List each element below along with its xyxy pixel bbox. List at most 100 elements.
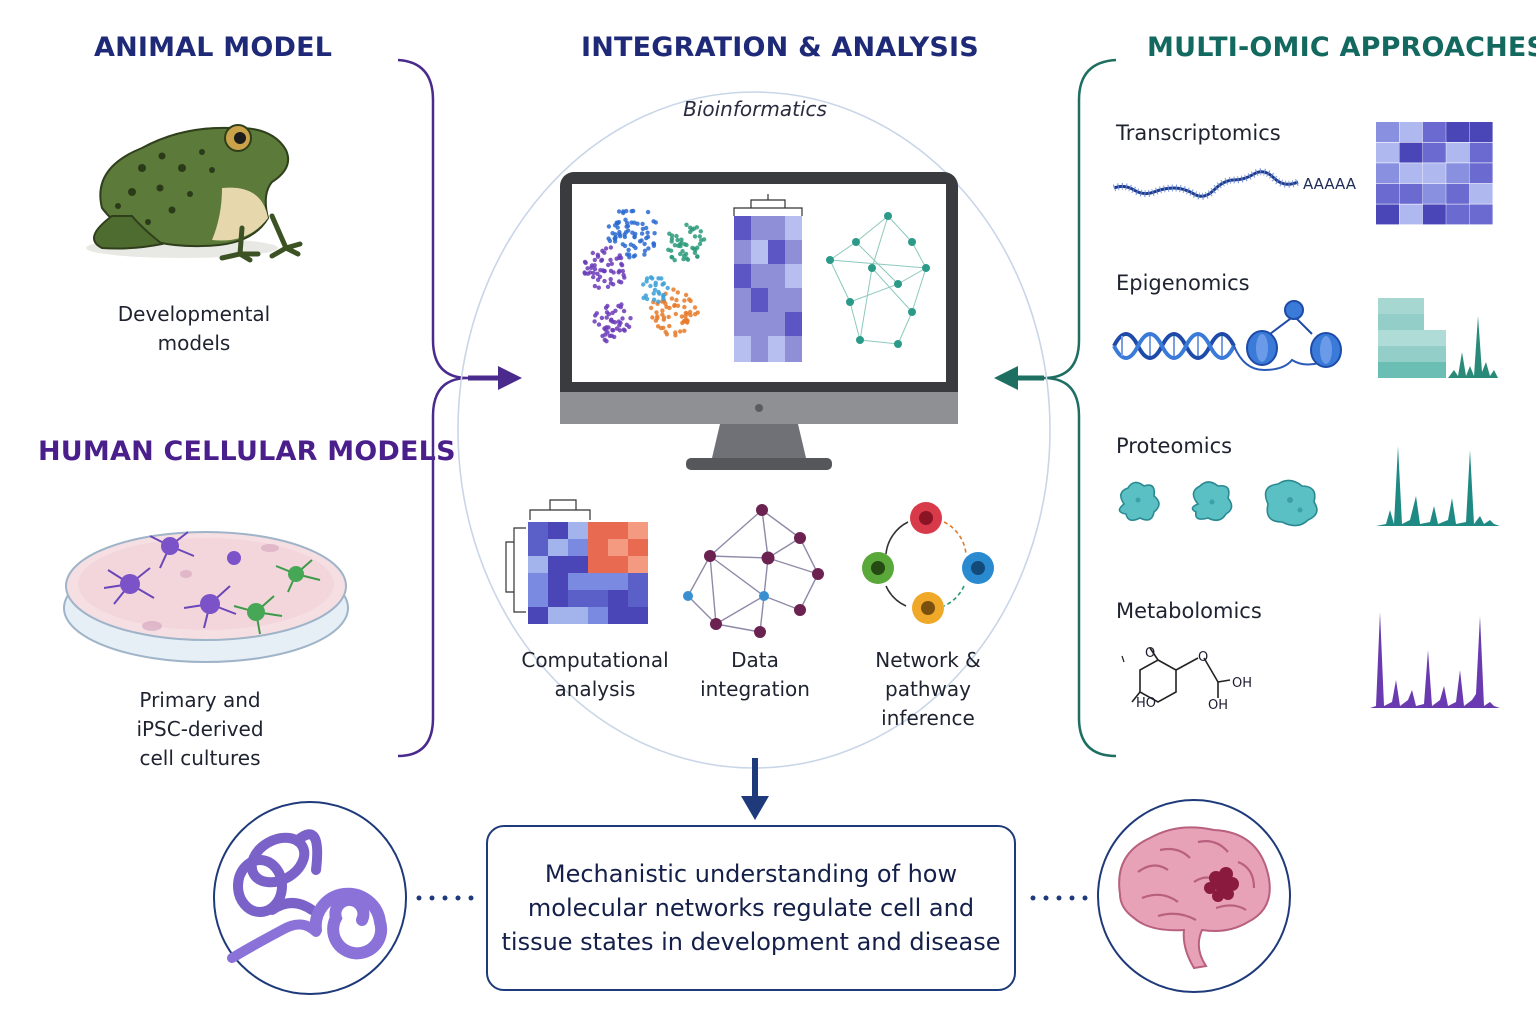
scatter-point — [602, 278, 607, 284]
scatter-point — [669, 296, 675, 301]
human-caption: Primary and iPSC-derived cell cultures — [100, 686, 300, 773]
scatter-point — [675, 303, 681, 308]
molecule-atom-o1: O — [1145, 646, 1156, 661]
human-caption-line-1: Primary and — [139, 688, 261, 712]
network-graph-icon — [683, 504, 824, 638]
cell-cycle-icon — [862, 502, 994, 624]
scatter-point — [655, 324, 661, 329]
scatter-point — [626, 324, 632, 329]
scatter-point — [684, 222, 689, 227]
scatter-point — [644, 235, 649, 241]
heatmap-cell — [1399, 142, 1423, 163]
heatmap-cell — [608, 556, 628, 573]
scatter-point — [632, 253, 638, 258]
heatmap-cell — [1469, 183, 1493, 204]
scatter-point — [591, 274, 596, 280]
scatter-point — [606, 224, 612, 229]
petri-dish-icon — [63, 531, 349, 663]
scatter-point — [650, 315, 655, 320]
inner-ear-icon — [233, 829, 323, 917]
scatter-point — [683, 314, 688, 319]
outcome-text: Mechanistic understanding of how molecul… — [501, 857, 1000, 959]
proteomics-spectrum-icon — [1376, 446, 1500, 526]
scatter-point — [595, 271, 600, 276]
metabolomics-label: Metabolomics — [1116, 599, 1262, 623]
scatter-point — [668, 248, 674, 253]
heatmap-cell — [568, 607, 588, 624]
scatter-point — [641, 295, 646, 301]
scatter-point — [592, 263, 597, 268]
scatter-point — [672, 243, 678, 248]
method-data-integration-line-1: Data — [731, 648, 779, 672]
scatter-point — [651, 291, 656, 296]
heatmap-cell — [1469, 142, 1493, 163]
scatter-point — [651, 219, 656, 224]
method-network-line-2: inference — [881, 706, 975, 730]
heatmap-cell — [1446, 122, 1470, 142]
scatter-point — [656, 276, 661, 281]
scatter-point — [679, 237, 684, 242]
scatter-point — [630, 230, 635, 235]
heatmap-cell — [1376, 122, 1399, 142]
scatter-point — [614, 220, 619, 225]
heatmap-cell — [628, 539, 648, 556]
heatmap-cell — [1446, 183, 1470, 204]
heatmap-cell — [588, 590, 608, 607]
scatter-point — [693, 247, 698, 252]
method-data-integration-line-2: integration — [700, 677, 810, 701]
brain-circle — [1097, 799, 1291, 993]
scatter-point — [661, 325, 666, 330]
method-computational-caption: Computational analysis — [510, 646, 680, 704]
scatter-point — [628, 316, 633, 321]
heatmap-cell — [588, 539, 608, 556]
integration-heading: INTEGRATION & ANALYSIS — [581, 32, 979, 63]
scatter-point — [673, 311, 678, 317]
scatter-point — [660, 308, 665, 313]
heatmap-cell — [548, 573, 568, 590]
scatter-point — [642, 241, 647, 247]
heatmap-cell — [1399, 204, 1423, 225]
scatter-point — [590, 250, 595, 256]
method-network-line-1: Network & pathway — [875, 648, 981, 701]
scatter-point — [611, 282, 616, 287]
heatmap-cell — [1422, 142, 1446, 163]
scatter-point — [675, 290, 680, 295]
heatmap-cell — [528, 539, 548, 556]
heatmap-cell — [588, 573, 608, 590]
heatmap-cell — [528, 607, 548, 624]
scatter-point — [621, 308, 627, 314]
scatter-point — [675, 237, 680, 243]
heatmap-cell — [548, 556, 568, 573]
scatter-point — [682, 298, 687, 303]
method-network-caption: Network & pathway inference — [830, 646, 1026, 733]
scatter-point — [650, 276, 655, 281]
heatmap-cell — [628, 522, 648, 539]
heatmap-cell — [628, 607, 648, 624]
scatter-point — [645, 230, 650, 235]
outcome-line-1: Mechanistic understanding of how — [544, 860, 958, 888]
metabolomics-spectrum-icon — [1370, 612, 1500, 708]
scatter-point — [603, 305, 609, 310]
method-data-integration-caption: Data integration — [680, 646, 830, 704]
scatter-point — [651, 297, 657, 302]
molecule-atom-oh2: OH — [1208, 698, 1229, 713]
protein-icon — [1118, 479, 1318, 527]
scatter-point — [672, 302, 677, 308]
down-arrow — [741, 758, 769, 820]
heatmap-cell — [588, 607, 608, 624]
scatter-point — [608, 245, 614, 250]
scatter-point — [652, 231, 657, 236]
heatmap-cell — [528, 573, 548, 590]
scatter-point — [661, 317, 666, 322]
outcome-box: Mechanistic understanding of how molecul… — [486, 825, 1016, 991]
scatter-point — [627, 255, 632, 260]
scatter-point — [606, 312, 611, 317]
human-caption-line-2: iPSC-derived — [136, 717, 264, 741]
inner-ear-circle — [213, 801, 407, 995]
scatter-point — [673, 330, 678, 335]
scatter-point — [672, 258, 677, 263]
monitor-heatmap — [733, 194, 803, 362]
scatter-point — [585, 266, 590, 271]
scatter-point — [607, 333, 612, 338]
scatter-point — [600, 268, 606, 273]
